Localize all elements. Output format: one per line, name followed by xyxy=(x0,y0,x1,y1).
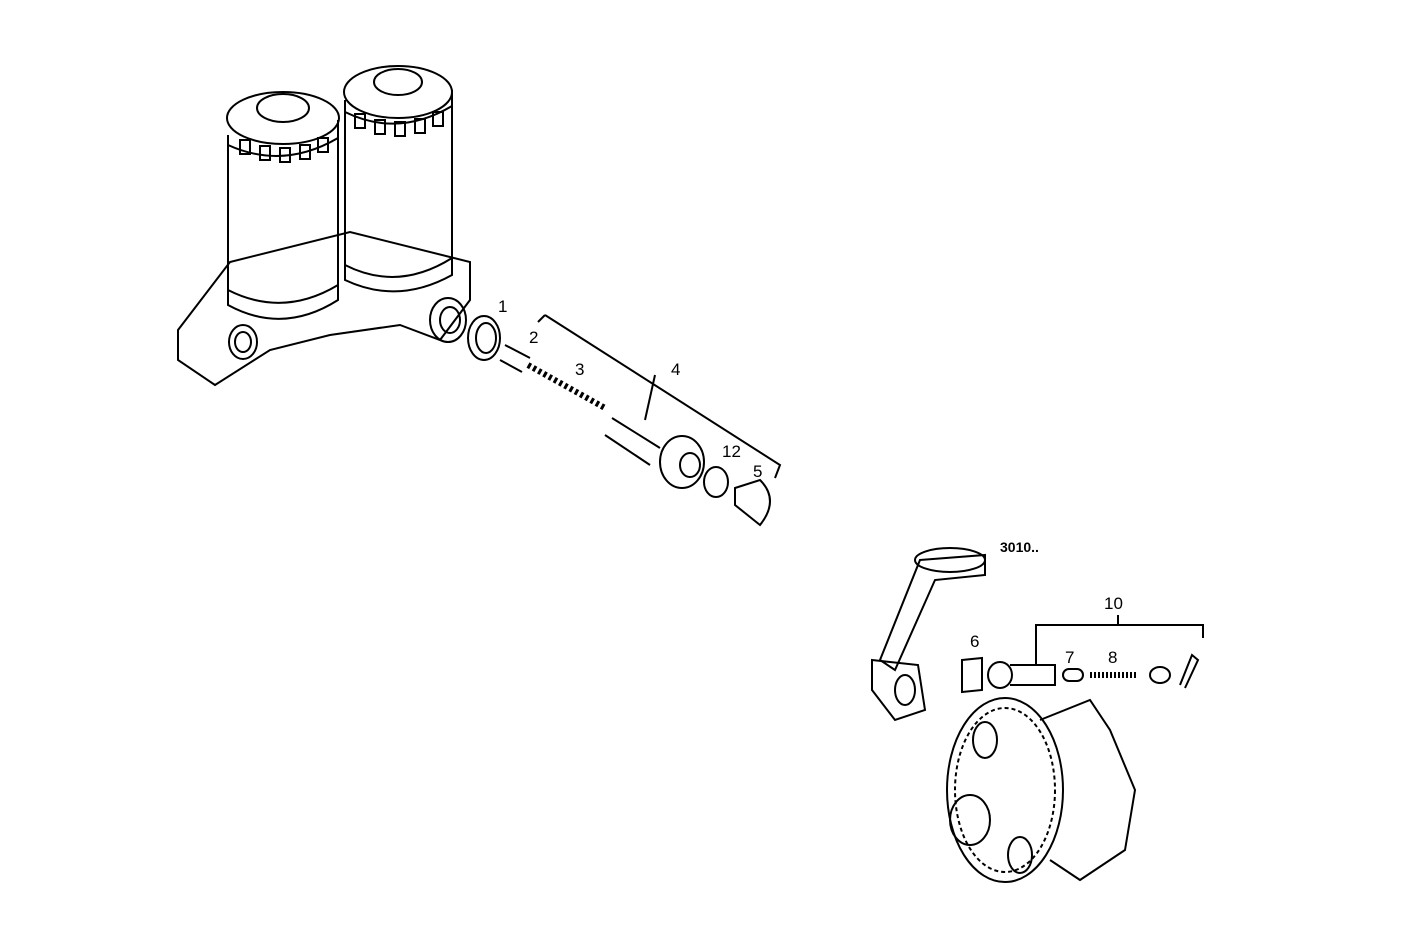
part-label-7: 7 xyxy=(1065,648,1075,667)
part-label-4: 4 xyxy=(671,360,681,379)
part-label-8: 8 xyxy=(1108,648,1118,667)
part-label-6: 6 xyxy=(970,632,980,651)
part-label-5: 5 xyxy=(753,462,763,481)
part-label-1: 1 xyxy=(498,297,508,316)
filter-housing xyxy=(177,230,471,387)
filter-canister-right xyxy=(343,65,453,293)
filter-canister-left xyxy=(226,91,340,320)
diagram-code: 3010.. xyxy=(1000,539,1039,555)
part-label-12: 12 xyxy=(722,442,741,461)
oil-pump-assembly xyxy=(871,547,1204,883)
relief-valve-parts xyxy=(467,314,782,527)
part-label-3: 3 xyxy=(575,360,585,379)
part-label-10: 10 xyxy=(1104,594,1123,613)
part-label-2: 2 xyxy=(529,328,539,347)
